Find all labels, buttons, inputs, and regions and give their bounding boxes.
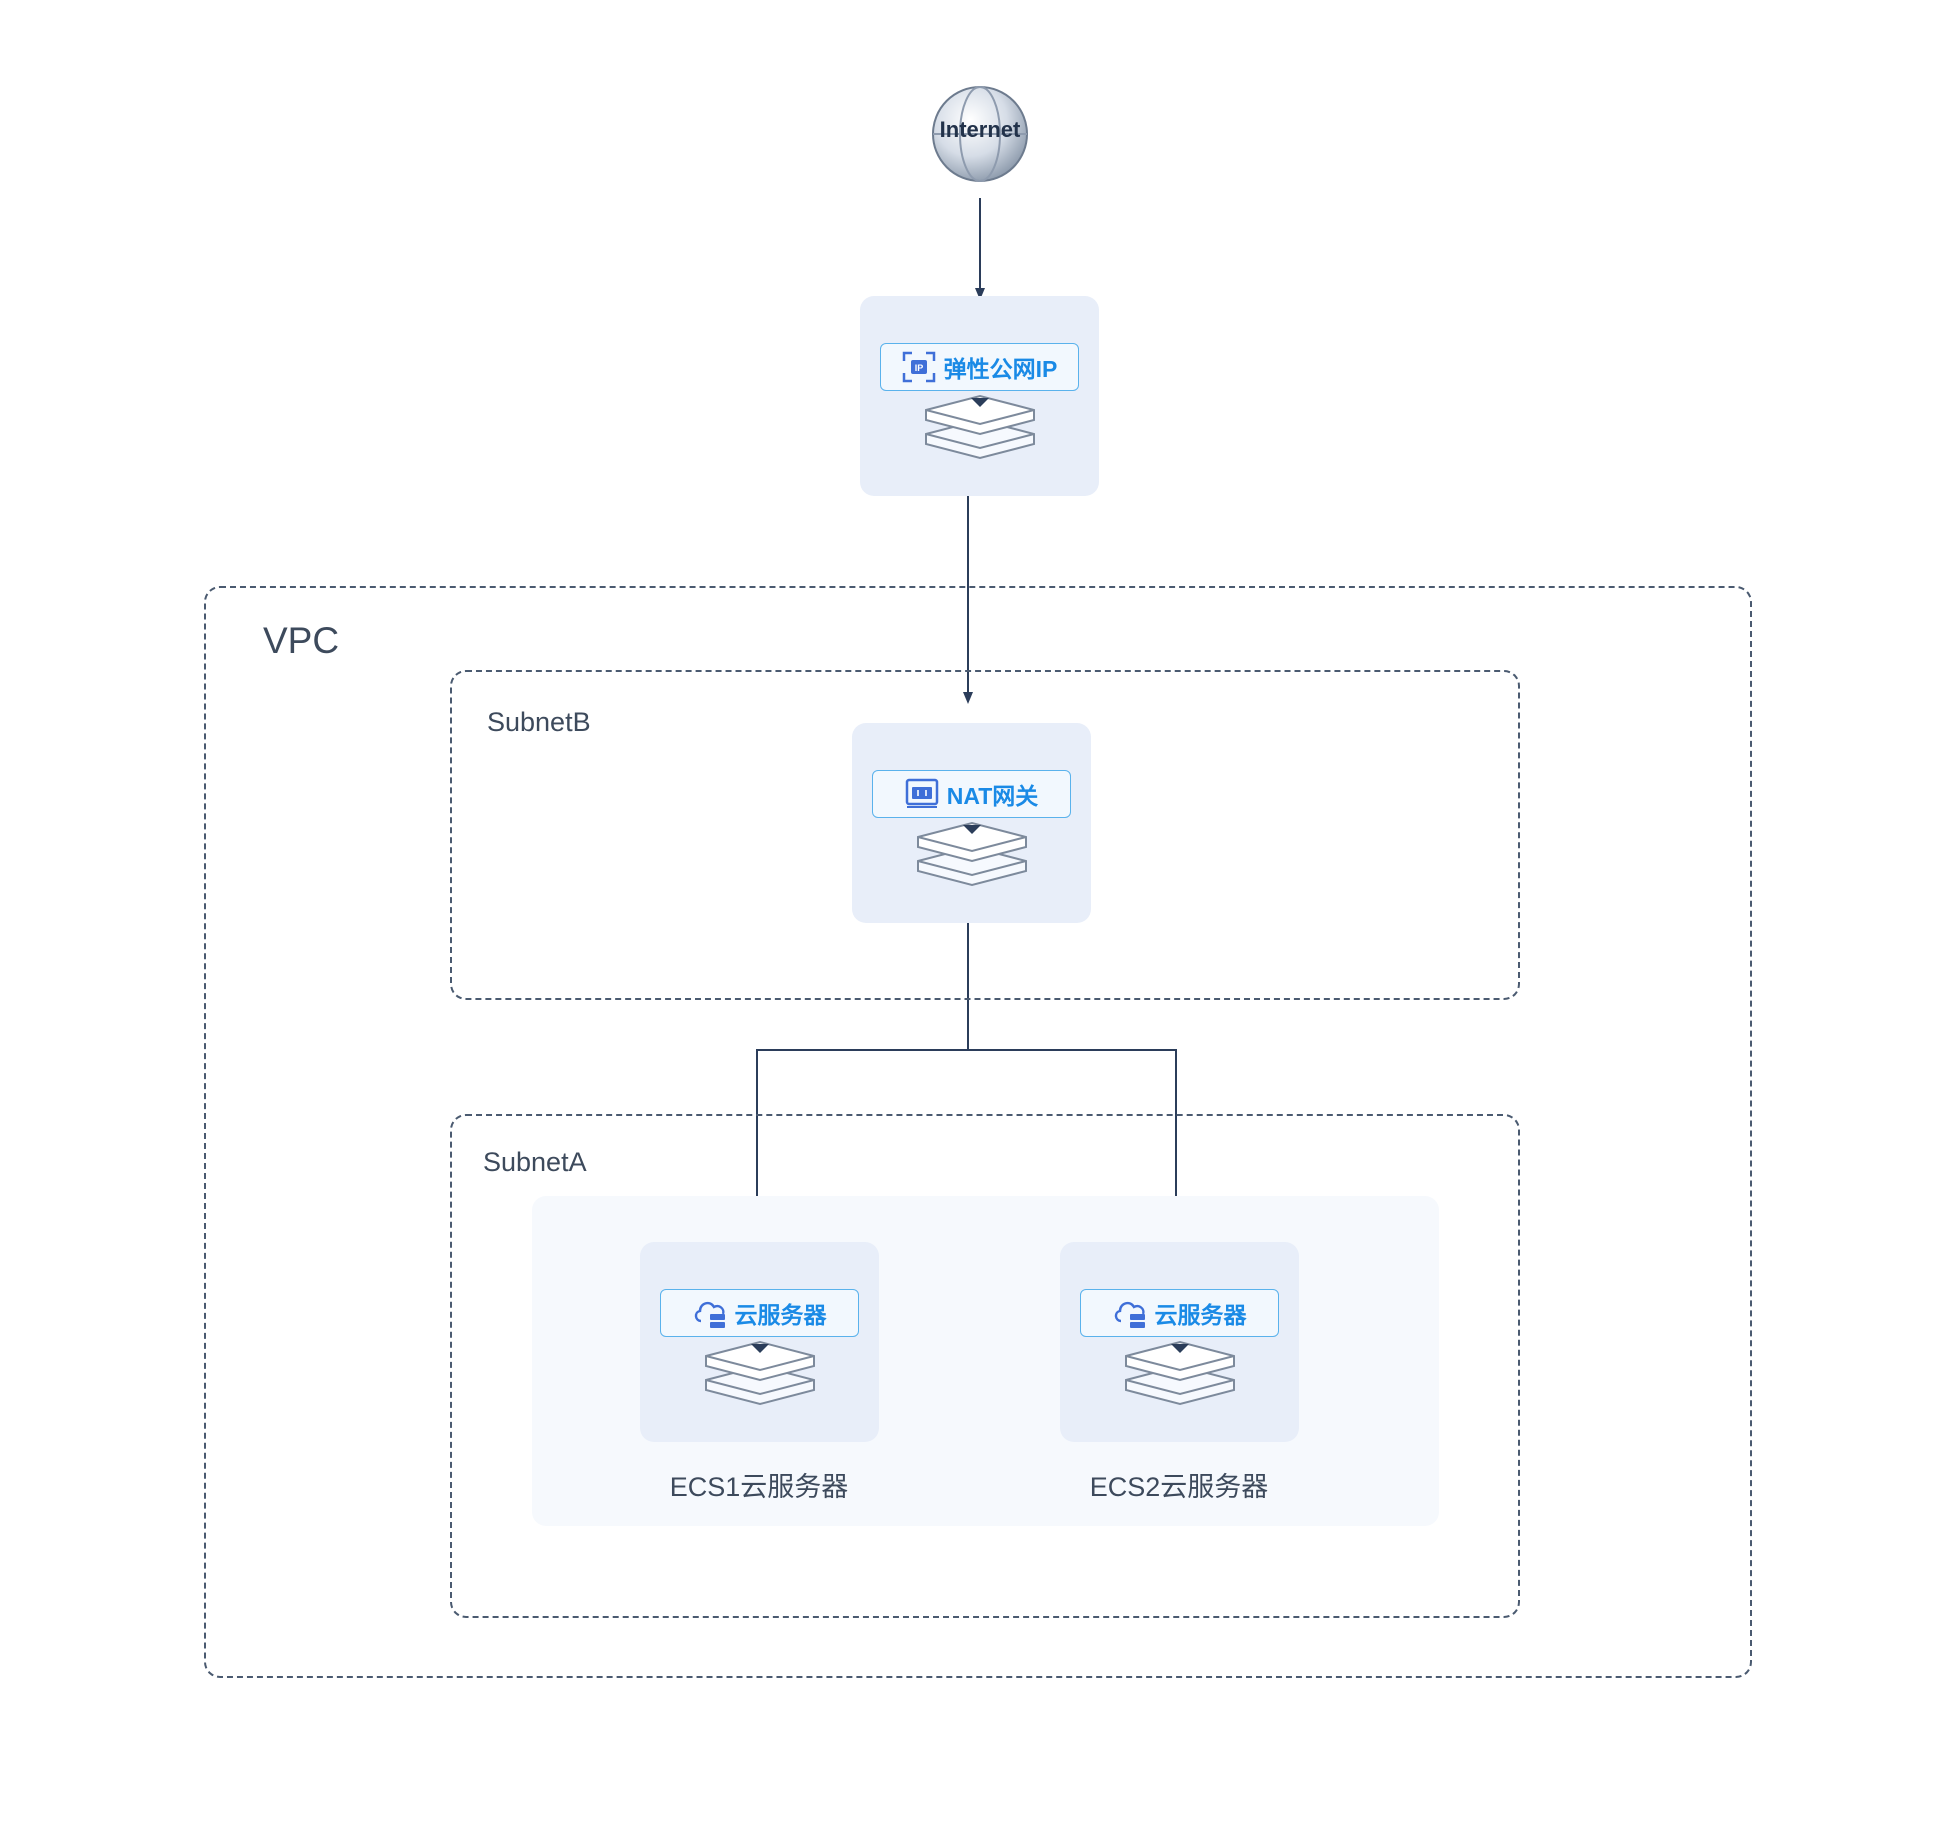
nat-pill: NAT网关 <box>872 770 1071 818</box>
nat-label: NAT网关 <box>946 783 1039 809</box>
stack-icon <box>925 394 1035 460</box>
cloud-server-icon <box>694 1301 725 1328</box>
ecs2-caption: ECS2云服务器 <box>1089 1472 1269 1502</box>
ecs1-label: 云服务器 <box>734 1302 827 1328</box>
eip-icon: IP <box>902 351 935 383</box>
nat-to-ecs2-edge <box>968 1049 1181 1238</box>
vpc-zone <box>204 586 1752 1678</box>
nat-node[interactable]: NAT网关 <box>852 723 1091 923</box>
internet-label: Internet <box>939 117 1021 142</box>
svg-text:IP: IP <box>914 363 923 373</box>
stack-icon <box>705 1340 815 1406</box>
nat-to-ecs1-edge <box>752 920 969 1238</box>
ecs2-label: 云服务器 <box>1154 1302 1247 1328</box>
ecs1-node[interactable]: 云服务器 <box>640 1242 879 1442</box>
subnet-a-zone <box>450 1114 1520 1618</box>
eip-pill: IP 弹性公网IP <box>880 343 1079 391</box>
stack-icon <box>917 821 1027 887</box>
nat-gateway-icon <box>905 778 938 808</box>
globe-icon <box>932 86 1028 182</box>
ecs2-node[interactable]: 云服务器 <box>1060 1242 1299 1442</box>
ecs1-pill: 云服务器 <box>660 1289 859 1337</box>
subnet-b-zone <box>450 670 1520 1000</box>
ecs1-caption: ECS1云服务器 <box>669 1472 849 1502</box>
cloud-server-icon <box>1114 1301 1145 1328</box>
subnet-b-label: SubnetB <box>487 707 591 737</box>
eip-label: 弹性公网IP <box>943 356 1058 382</box>
vpc-label: VPC <box>263 620 340 661</box>
ecs2-pill: 云服务器 <box>1080 1289 1279 1337</box>
eip-node[interactable]: IP 弹性公网IP <box>860 296 1099 496</box>
stack-icon <box>1125 1340 1235 1406</box>
subnet-a-label: SubnetA <box>483 1147 587 1177</box>
